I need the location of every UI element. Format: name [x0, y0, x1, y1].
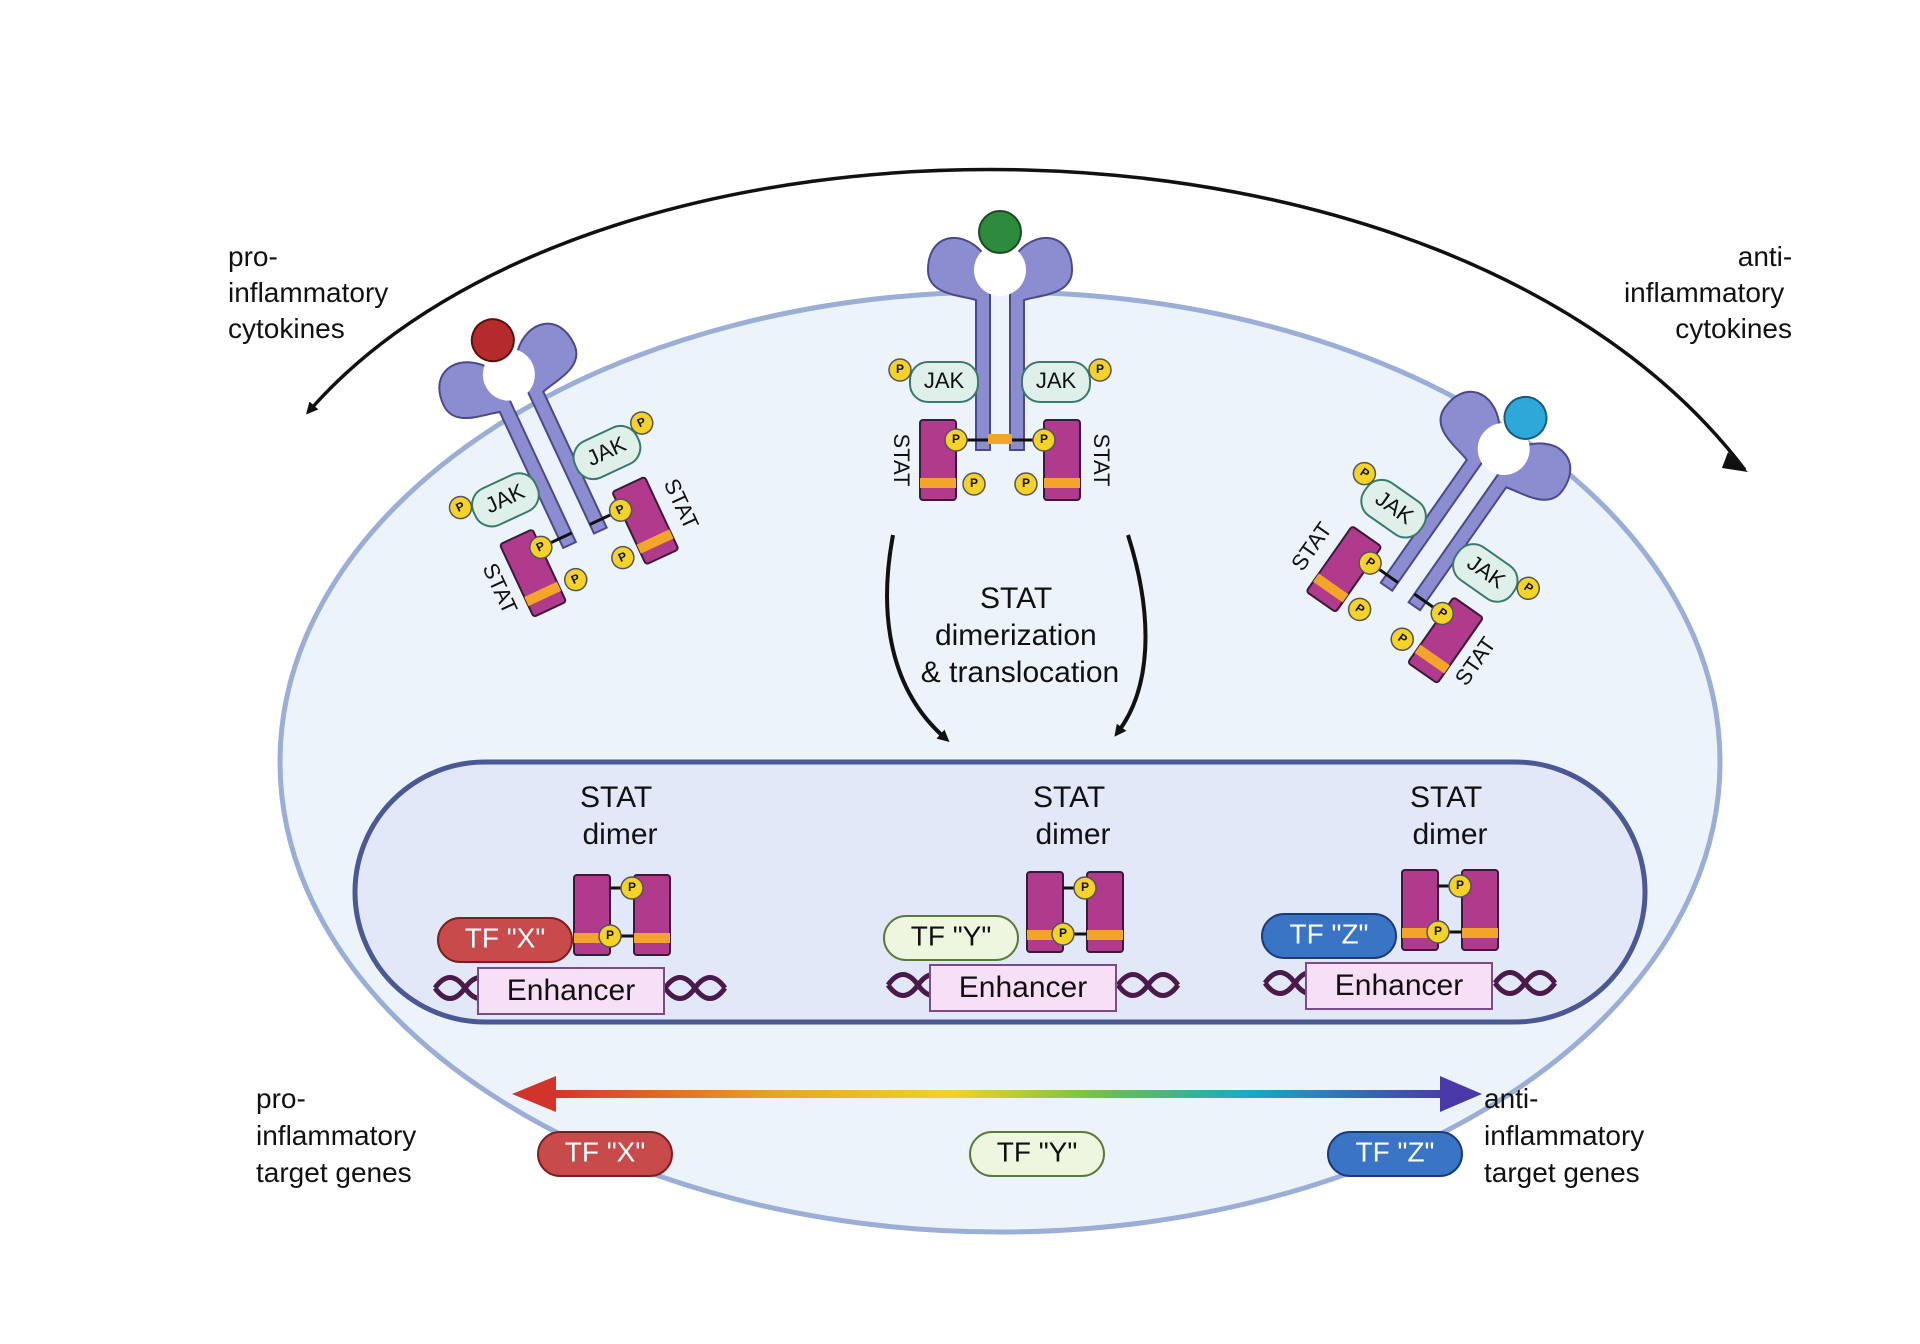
- enhancer-x: [477, 967, 665, 1015]
- ligand-left: [470, 318, 515, 363]
- tf-x-pill: [537, 1131, 673, 1177]
- enhancer-y: [929, 964, 1117, 1012]
- jak-label-center-left: JAK: [924, 368, 965, 393]
- pro-target-genes-label: pro- inflammatory target genes: [256, 1083, 424, 1188]
- tf-x-pill-label: TF "X": [565, 1136, 646, 1167]
- stat-dimer-label-y: STAT dimer: [1033, 781, 1113, 851]
- ligand-right: [1503, 395, 1548, 440]
- enhancer-y-label: Enhancer: [959, 971, 1087, 1004]
- tf-y-pill: [969, 1131, 1105, 1177]
- cytokine-arc-arrowhead-right: [1722, 452, 1748, 472]
- receptor-complex-right: JAK JAK STAT STAT: [1286, 380, 1583, 690]
- dimerization-label: STAT dimerization & translocation: [921, 582, 1119, 689]
- receptor-complex-center: JAK JAK STAT STAT: [888, 210, 1114, 501]
- stat-label-center-right: STAT: [1089, 434, 1114, 487]
- jak-label-center-right: JAK: [1036, 368, 1077, 393]
- stat-dimer-label-x: STAT dimer: [580, 781, 660, 851]
- nuclear-complex-x: STAT dimer TF "X" Enhancer: [435, 781, 725, 1015]
- enhancer-z-label: Enhancer: [1335, 969, 1463, 1002]
- tf-z-nuclear: [1261, 913, 1397, 959]
- tf-y-nuclear: [883, 915, 1019, 961]
- pro-cytokines-label: pro- inflammatory cytokines: [228, 241, 396, 344]
- translocation-arrow-right: [1114, 534, 1148, 737]
- cytokine-arc-arrow: [306, 167, 1747, 472]
- anti-target-genes-label: anti- inflammatory target genes: [1484, 1083, 1652, 1188]
- stat-label-center-left: STAT: [889, 434, 914, 487]
- nuclear-complex-z: STAT dimer TF "Z" Enhancer: [1261, 781, 1555, 1010]
- enhancer-x-label: Enhancer: [507, 974, 635, 1007]
- tf-z-nuclear-label: TF "Z": [1290, 918, 1369, 949]
- tf-y-nuclear-label: TF "Y": [911, 920, 992, 951]
- tf-z-pill: [1327, 1131, 1463, 1177]
- enhancer-z: [1305, 962, 1493, 1010]
- stat-dimer-label-z: STAT dimer: [1410, 781, 1490, 851]
- tf-x-nuclear: [437, 917, 573, 963]
- tf-z-pill-label: TF "Z": [1356, 1136, 1435, 1167]
- tf-x-nuclear-label: TF "X": [465, 922, 546, 953]
- anti-cytokines-label: anti- inflammatory cytokines: [1624, 241, 1800, 344]
- nuclear-complex-y: STAT dimer TF "Y" Enhancer: [883, 781, 1178, 1012]
- tf-y-pill-label: TF "Y": [997, 1136, 1078, 1167]
- inflammation-spectrum-arrow: [512, 1076, 1482, 1112]
- translocation-arrow-left: [885, 534, 950, 742]
- ligand-center: [978, 210, 1022, 254]
